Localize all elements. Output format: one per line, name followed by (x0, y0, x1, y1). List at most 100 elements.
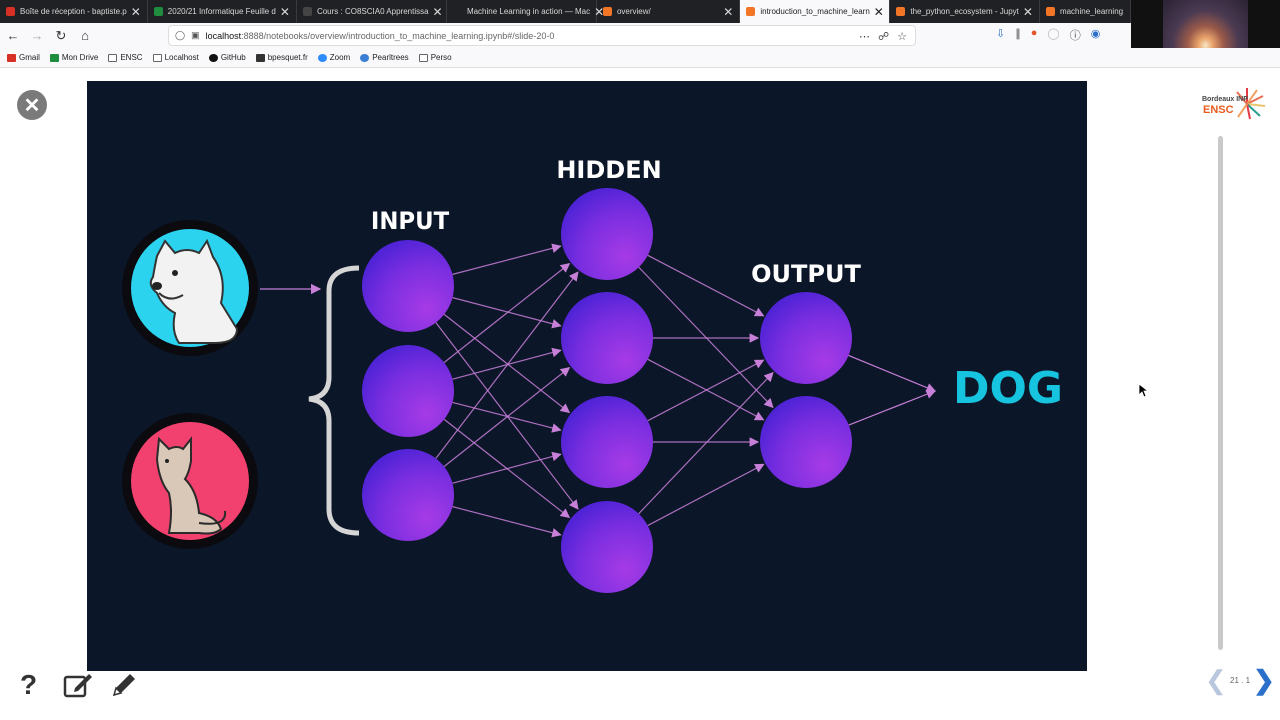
bookmark-item[interactable]: Localhost (152, 53, 199, 62)
nodes (362, 188, 852, 593)
output-label: OUTPUT (751, 260, 861, 288)
reload-icon[interactable]: ↻ (55, 27, 67, 43)
previous-slide-icon[interactable]: ❮ (1205, 665, 1227, 695)
result-label: DOG (953, 363, 1063, 414)
pen-icon[interactable] (110, 671, 138, 699)
connection-arrow (452, 451, 562, 484)
bookmark-item[interactable]: ENSC (108, 53, 143, 62)
tab-label: introduction_to_machine_learn (760, 7, 870, 16)
connection-arrow (443, 262, 571, 363)
browser-tab[interactable]: machine_learning (1040, 0, 1131, 23)
bookmark-label: Zoom (329, 53, 351, 62)
sheets-icon (153, 7, 163, 16)
shield-icon[interactable]: ◯ (175, 30, 186, 40)
browser-tab[interactable]: Machine Learning in action — Mac✕ (447, 0, 604, 23)
bookmark-label: Mon Drive (61, 53, 99, 62)
browser-tab[interactable]: the_python_ecosystem - Jupyt✕ (890, 0, 1040, 23)
tab-close-icon[interactable]: ✕ (873, 4, 884, 19)
tab-close-icon[interactable]: ✕ (723, 4, 734, 19)
url-bar[interactable]: ◯ ▣ localhost:8888/notebooks/overview/in… (168, 25, 916, 46)
next-slide-icon[interactable]: ❯ (1253, 665, 1275, 695)
bookmark-item[interactable]: Zoom (317, 53, 351, 62)
pearltrees-icon (360, 53, 370, 62)
sunburst-icon (1236, 88, 1266, 120)
page-info-icon[interactable]: ▣ (191, 30, 200, 40)
connection-arrow (443, 366, 571, 467)
tab-label: Cours : CO8SCIA0 Apprentissa (316, 7, 429, 16)
slideshow-page: ✕ (0, 68, 1280, 720)
browser-tab[interactable]: Cours : CO8SCIA0 Apprentissa✕ (297, 0, 447, 23)
bookmarks-bar: Gmail Mon Drive ENSC Localhost GitHub bpesque… (0, 48, 1280, 68)
browser-tab[interactable]: overview/ ✕ (597, 0, 741, 23)
bookmark-label: GitHub (220, 53, 246, 62)
tab-strip: Boîte de réception - baptiste.p✕2020/21 … (0, 0, 1131, 23)
url-host: localhost (205, 30, 242, 41)
browser-tab[interactable]: Boîte de réception - baptiste.p✕ (0, 0, 148, 23)
input-label: INPUT (371, 206, 449, 235)
bookmark-item[interactable]: Perso (418, 53, 452, 62)
forward-icon[interactable]: → (30, 28, 44, 43)
browser-tab[interactable]: introduction_to_machine_learn✕ (740, 0, 891, 23)
output-node (760, 396, 852, 488)
tab-label: machine_learning (1059, 7, 1124, 16)
tab-close-icon[interactable]: ✕ (130, 4, 141, 19)
shield-extension-icon[interactable]: ◯ (1047, 28, 1060, 40)
tab-label: the_python_ecosystem - Jupyt (910, 7, 1019, 16)
moodle-icon (302, 7, 312, 16)
connection-arrow (452, 243, 562, 275)
jupyter-icon (1045, 7, 1055, 16)
url-path: :8888/notebooks/overview/introduction_to… (241, 30, 555, 41)
tab-label: 2020/21 Informatique Feuille d (167, 7, 276, 16)
hidden-node (561, 188, 653, 280)
notes-edit-icon[interactable] (63, 672, 93, 698)
zoom-icon (317, 53, 327, 62)
pocket-icon[interactable]: ☍ (877, 31, 890, 43)
browser-tab[interactable]: 2020/21 Informatique Feuille d✕ (148, 0, 297, 23)
bookmark-item[interactable]: bpesquet.fr (255, 53, 308, 62)
connection-arrow (638, 266, 774, 409)
connection-arrow (647, 359, 765, 422)
connection-arrow (452, 401, 562, 433)
connections (435, 243, 937, 538)
scrollbar[interactable] (1218, 136, 1223, 650)
info-icon[interactable]: ⓘ (1069, 30, 1081, 42)
sync-icon[interactable]: ◉ (1090, 28, 1101, 40)
bookmark-star-icon[interactable]: ☆ (897, 31, 907, 43)
tab-close-icon[interactable]: ✕ (594, 4, 605, 19)
close-slideshow-icon[interactable]: ✕ (17, 90, 47, 120)
loading-icon (602, 7, 612, 16)
bookmark-label: Pearltrees (372, 53, 409, 62)
result-arrow (848, 389, 937, 426)
tab-close-icon[interactable]: ✕ (432, 4, 443, 19)
home-icon[interactable]: ⌂ (81, 28, 89, 43)
bookmark-item[interactable]: GitHub (208, 53, 246, 62)
page-icon (452, 7, 462, 16)
page-actions-icon[interactable]: ⋯ (858, 31, 870, 43)
tab-label: overview/ (616, 7, 651, 16)
bookmark-item[interactable]: Mon Drive (49, 53, 99, 62)
connection-arrow (638, 371, 774, 515)
extension-icon[interactable]: ● (1030, 27, 1038, 39)
logo-text: Bordeaux INP (1202, 96, 1248, 103)
help-icon[interactable]: ? (20, 669, 38, 700)
back-icon[interactable]: ← (6, 28, 20, 43)
tab-label: Boîte de réception - baptiste.p (20, 7, 127, 16)
tab-close-icon[interactable]: ✕ (1022, 4, 1033, 19)
output-node (760, 292, 852, 384)
input-node (362, 240, 454, 332)
jupyter-icon (896, 7, 906, 16)
bookmark-label: Localhost (164, 53, 199, 62)
slide: INPUT HIDDEN OUTPUT DOG (87, 81, 1087, 671)
download-icon[interactable]: ⇩ (996, 28, 1006, 40)
connection-arrow (452, 506, 562, 538)
bookmark-label: ENSC (120, 53, 143, 62)
logo-mark: ENSC (1203, 104, 1234, 116)
tab-close-icon[interactable]: ✕ (279, 4, 290, 19)
hidden-node (561, 396, 653, 488)
bookmark-item[interactable]: Gmail (7, 53, 40, 62)
folder-icon (418, 53, 428, 62)
library-icon[interactable]: ∥ (1015, 28, 1021, 40)
bookmark-label: Perso (430, 53, 452, 62)
bookmark-item[interactable]: Pearltrees (360, 53, 409, 62)
cat-image (122, 413, 258, 549)
